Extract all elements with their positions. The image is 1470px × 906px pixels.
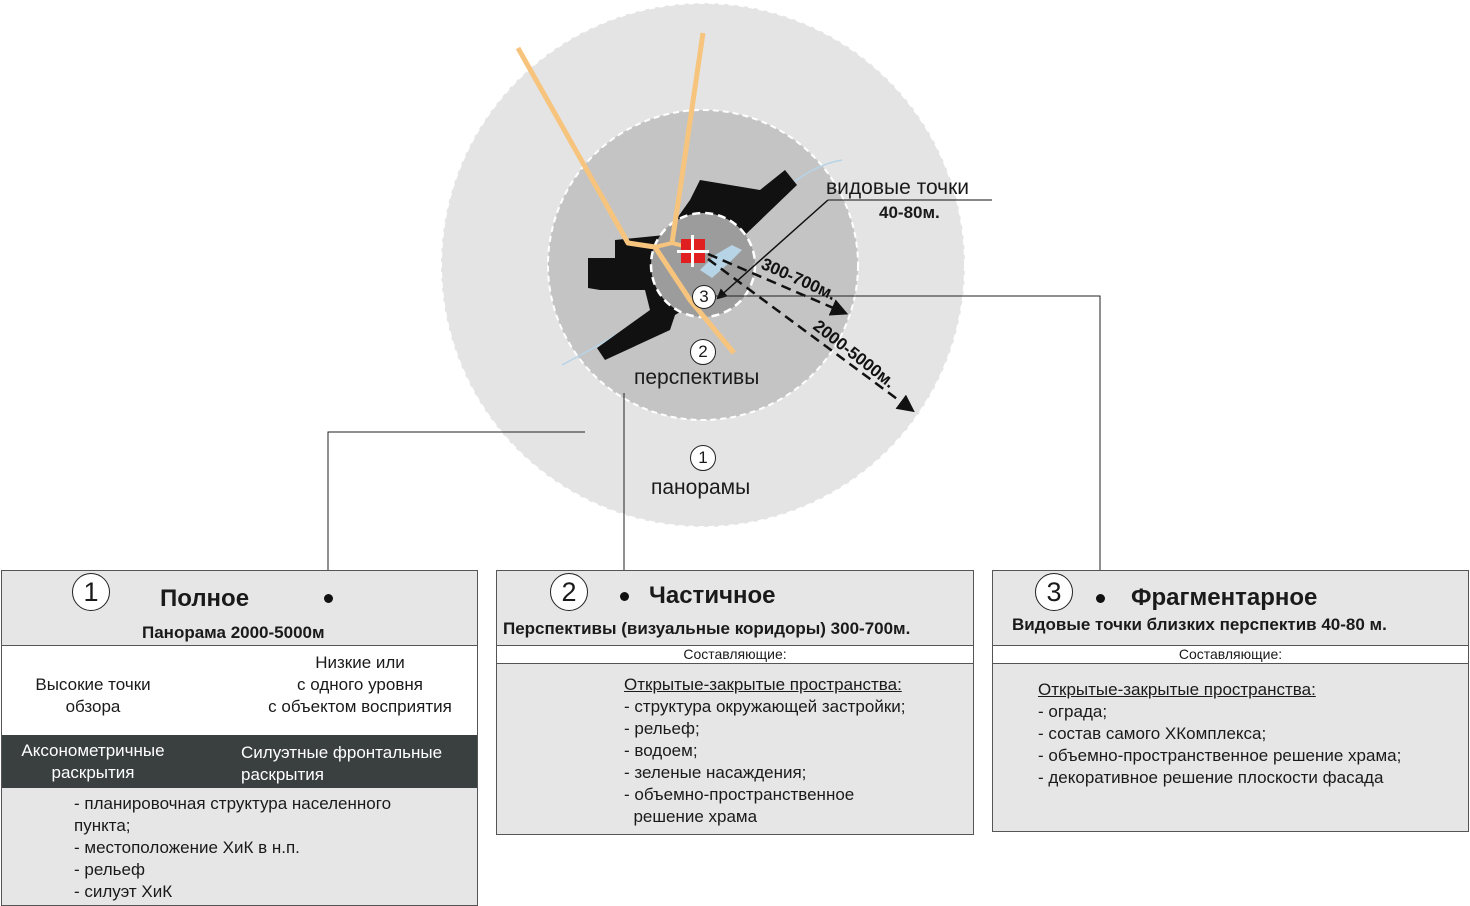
road-2 xyxy=(669,32,706,244)
box-fragmentary: 3 Фрагментарное Видовые точки близких пе… xyxy=(992,570,1469,832)
water-body xyxy=(700,245,742,278)
box1-number: 1 xyxy=(72,573,110,611)
box2-number: 2 xyxy=(550,573,588,611)
box1-high-points: Высокие точки обзора xyxy=(35,675,151,716)
box3-title: Фрагментарное xyxy=(1131,584,1318,611)
connector-3 xyxy=(712,295,1101,598)
box1-white-section: Высокие точки обзора Низкие или с одного… xyxy=(2,646,477,735)
viewpoints-range-label: 40-80м. xyxy=(879,203,940,222)
box2-components-row: Составляющие: xyxy=(497,646,973,663)
arrow-near xyxy=(707,252,849,316)
perspectives-label: перспективы xyxy=(634,366,760,389)
box1-dot xyxy=(324,594,333,603)
box1-title: Полное xyxy=(160,585,250,612)
box3-components-row: Составляющие: xyxy=(993,646,1468,663)
box2-divider-bottom xyxy=(497,663,973,664)
box1-divider xyxy=(2,645,477,646)
box1-axonometric: Аксонометричные раскрытия xyxy=(21,741,165,782)
marker-3: 3 xyxy=(692,285,716,309)
box2-components: Составляющие: xyxy=(683,646,787,662)
box3-dot xyxy=(1096,594,1105,603)
connector-1 xyxy=(327,431,585,598)
box3-components: Составляющие: xyxy=(1178,646,1283,662)
box2-subtitle: Перспективы (визуальные коридоры) 300-70… xyxy=(503,619,911,638)
box3-list: Открытые-закрытые пространства: - ограда… xyxy=(1038,680,1402,787)
church-icon xyxy=(677,235,709,267)
box2-list: Открытые-закрытые пространства: - структ… xyxy=(624,675,906,826)
box3-number: 3 xyxy=(1035,573,1073,611)
box2-title: Частичное xyxy=(649,582,776,609)
marker-2: 2 xyxy=(690,339,716,365)
arrow-viewpoints xyxy=(716,199,829,300)
box2-divider-top xyxy=(497,645,973,646)
box3-divider-bottom xyxy=(993,663,1468,664)
viewpoints-title-label: видовые точки xyxy=(826,176,970,199)
box3-subtitle: Видовые точки близких перспектив 40-80 м… xyxy=(1012,615,1387,634)
box1-low-points: Низкие или с одного уровня с объектом во… xyxy=(268,653,452,716)
box1-list: - планировочная структура населенного пу… xyxy=(74,794,392,901)
box-partial: 2 Частичное Перспективы (визуальные кори… xyxy=(496,570,974,835)
box1-subtitle: Панорама 2000-5000м xyxy=(142,623,325,642)
box1-dark-header: Аксонометричные раскрытия Силуэтные фрон… xyxy=(2,735,477,788)
box-full: 1 Полное Панорама 2000-5000м Высокие точ… xyxy=(1,570,478,906)
panoramas-label: панорамы xyxy=(651,476,751,499)
box2-dot xyxy=(620,592,629,601)
arrow-far xyxy=(707,257,915,413)
marker-1: 1 xyxy=(690,445,716,471)
box3-divider-top xyxy=(993,645,1468,646)
box1-silhouette: Силуэтные фронтальные раскрытия xyxy=(241,743,443,784)
